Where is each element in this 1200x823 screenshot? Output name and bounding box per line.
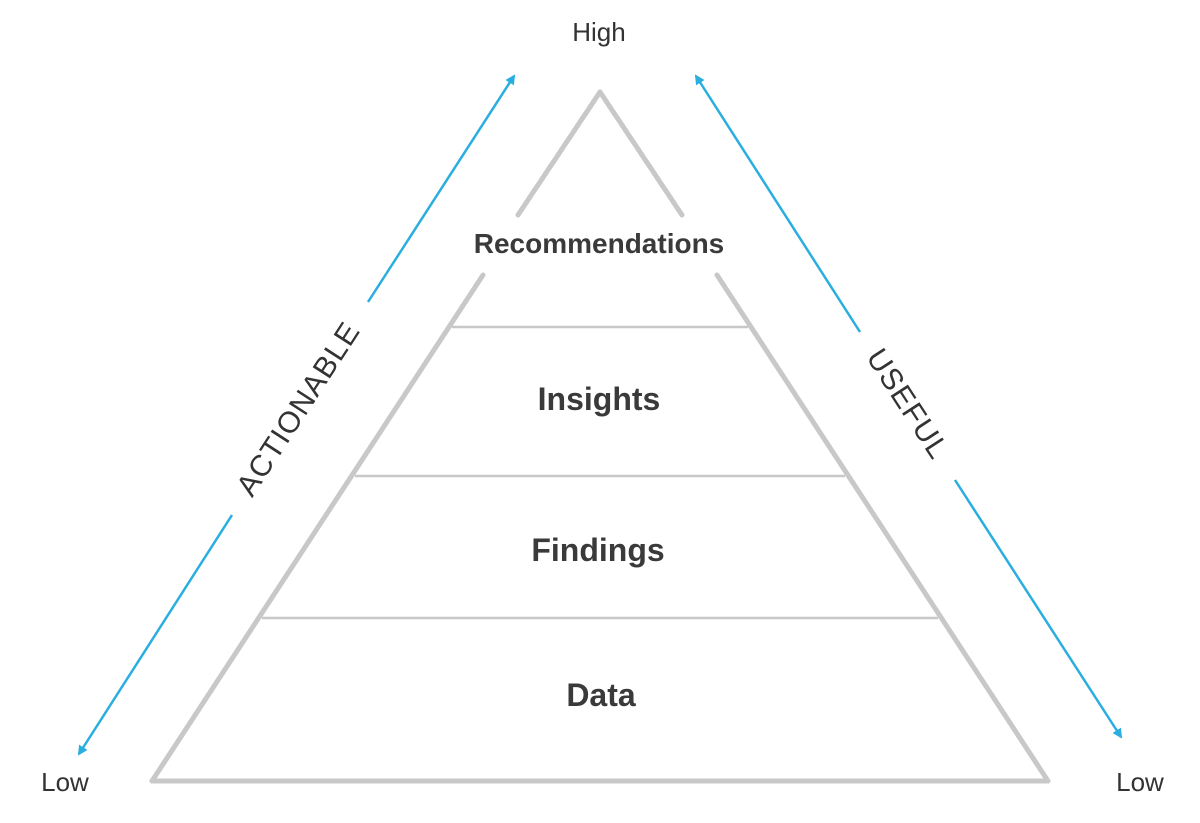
bottom-right-low-label: Low [1116,767,1164,797]
pyramid-right-edge-top [597,89,685,218]
actionable-arrow-down [77,514,234,756]
useful-axis-label: USEFUL [860,343,955,465]
pyramid-left-edge-bottom [149,272,486,784]
level-findings-label: Findings [531,532,664,568]
pyramid-right-edge-bottom [714,272,1051,784]
pyramid-left-edge-top [515,89,603,218]
useful-arrow-down [953,479,1123,739]
useful-arrow-up [694,74,862,333]
level-insights-label: Insights [538,381,661,417]
top-high-label: High [572,17,625,47]
bottom-left-low-label: Low [41,767,89,797]
actionable-axis-label: ACTIONABLE [230,316,367,502]
actionable-arrow-up [366,74,516,303]
level-data-label: Data [566,677,636,713]
level-recommendations-label: Recommendations [474,228,725,259]
